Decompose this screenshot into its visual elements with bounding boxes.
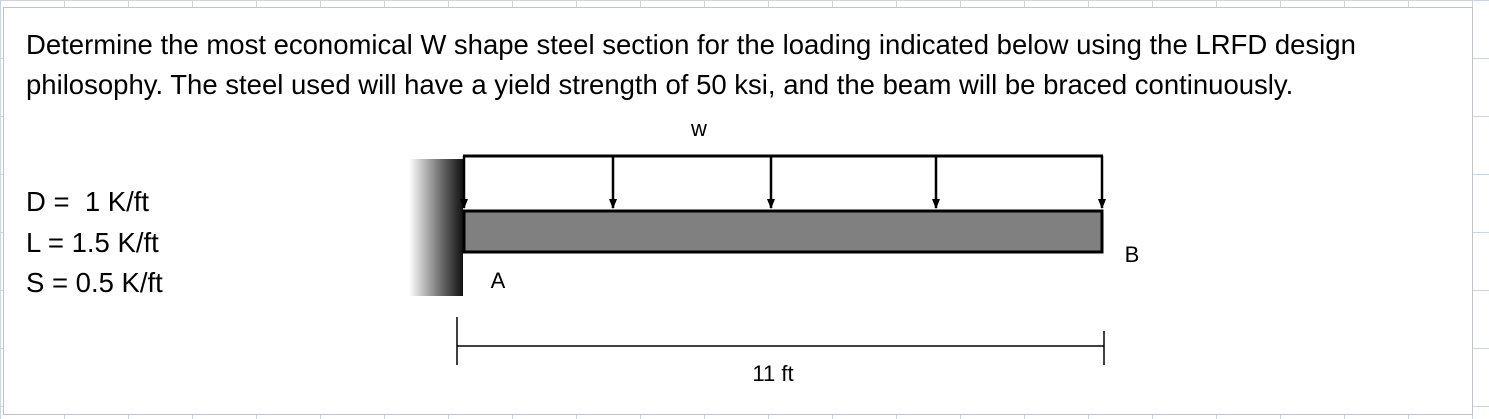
load-list: D = 1 K/ft L = 1.5 K/ft S = 0.5 K/ft xyxy=(26,182,163,304)
span-label: 11 ft xyxy=(752,361,793,386)
load-label: w xyxy=(690,116,707,141)
snow-load: S = 0.5 K/ft xyxy=(26,267,163,298)
free-end-label: B xyxy=(1125,242,1140,267)
dead-load: D = 1 K/ft xyxy=(26,186,150,217)
span-dimension xyxy=(456,317,1105,365)
fixed-support xyxy=(409,159,463,296)
beam-diagram: w A B 11 ft xyxy=(409,116,1140,386)
problem-card: Determine the most economical W shape st… xyxy=(3,7,1473,415)
fixed-end-label: A xyxy=(491,268,506,293)
live-load: L = 1.5 K/ft xyxy=(26,226,159,258)
load-arrows xyxy=(460,156,1106,209)
beam xyxy=(462,209,1104,254)
problem-statement: Determine the most economical W shape st… xyxy=(26,29,1356,100)
